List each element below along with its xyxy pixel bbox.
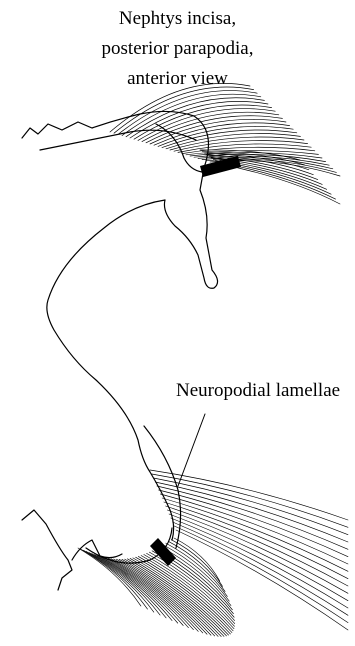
neuropodial-chaetae — [78, 470, 348, 637]
neuropodial-chaeta — [157, 486, 348, 549]
notopodial-chaeta — [158, 126, 293, 146]
neuropodial-chaeta — [174, 538, 220, 581]
neuropodial-chaeta — [136, 557, 232, 632]
notopodial-chaetae — [110, 83, 340, 204]
neuropodial-lamellae-leader — [178, 414, 205, 486]
neuropodial-chaeta — [150, 470, 348, 520]
neuropodium-outline — [22, 510, 72, 590]
neuropodial-lamellae-label: Neuropodial lamellae — [176, 380, 340, 402]
parapodium-body-outline — [47, 168, 218, 540]
neuropodial-chaeta — [152, 474, 348, 527]
neuropodial-chaeta — [78, 548, 141, 606]
